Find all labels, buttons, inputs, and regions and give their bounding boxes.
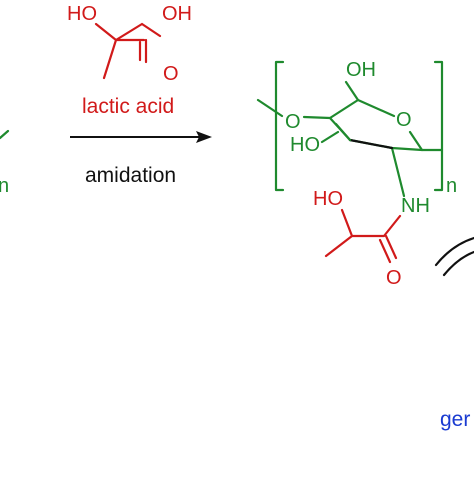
left-fragment-bond	[0, 129, 10, 140]
product-oh-top-label: OH	[346, 59, 376, 81]
product-side-ho-label: HO	[313, 188, 343, 210]
product-link-o-label: O	[285, 111, 301, 133]
right-fragment-text: ger	[440, 408, 470, 431]
product-repeat-n: n	[446, 175, 457, 197]
product-ring-front-bond	[348, 138, 394, 150]
product-structure: n OH O O HO NH HO O	[256, 59, 474, 289]
left-repeat-n: n	[0, 175, 9, 197]
product-lactoyl-carbonyl	[378, 234, 398, 264]
reagent-oh-label: OH	[162, 3, 192, 25]
reagent-bonds	[94, 22, 162, 80]
arrow-below-label: amidation	[85, 164, 176, 187]
product-ring-wedge	[334, 122, 352, 142]
product-ho-ring-label: HO	[290, 134, 320, 156]
product-side-o-label: O	[386, 267, 402, 289]
reaction-arrow-group: lactic acid amidation	[70, 95, 212, 187]
lactic-acid-structure: HO OH O	[67, 3, 192, 85]
reagent-ho-label: HO	[67, 3, 97, 25]
reagent-carbonyl-o-label: O	[163, 63, 179, 85]
left-repeat-bracket	[274, 60, 285, 192]
reaction-arrow-head	[196, 131, 212, 143]
product-ring-o-label: O	[396, 109, 412, 131]
left-fragment: n	[0, 129, 10, 197]
product-substituent-bonds	[320, 80, 406, 198]
product-nh-label: NH	[401, 195, 430, 217]
right-curly-fragment	[434, 236, 474, 277]
product-lactoyl-bonds	[324, 208, 402, 258]
right-repeat-bracket	[433, 60, 444, 192]
arrow-above-label: lactic acid	[82, 95, 174, 118]
product-glycosidic-bonds	[256, 98, 444, 152]
